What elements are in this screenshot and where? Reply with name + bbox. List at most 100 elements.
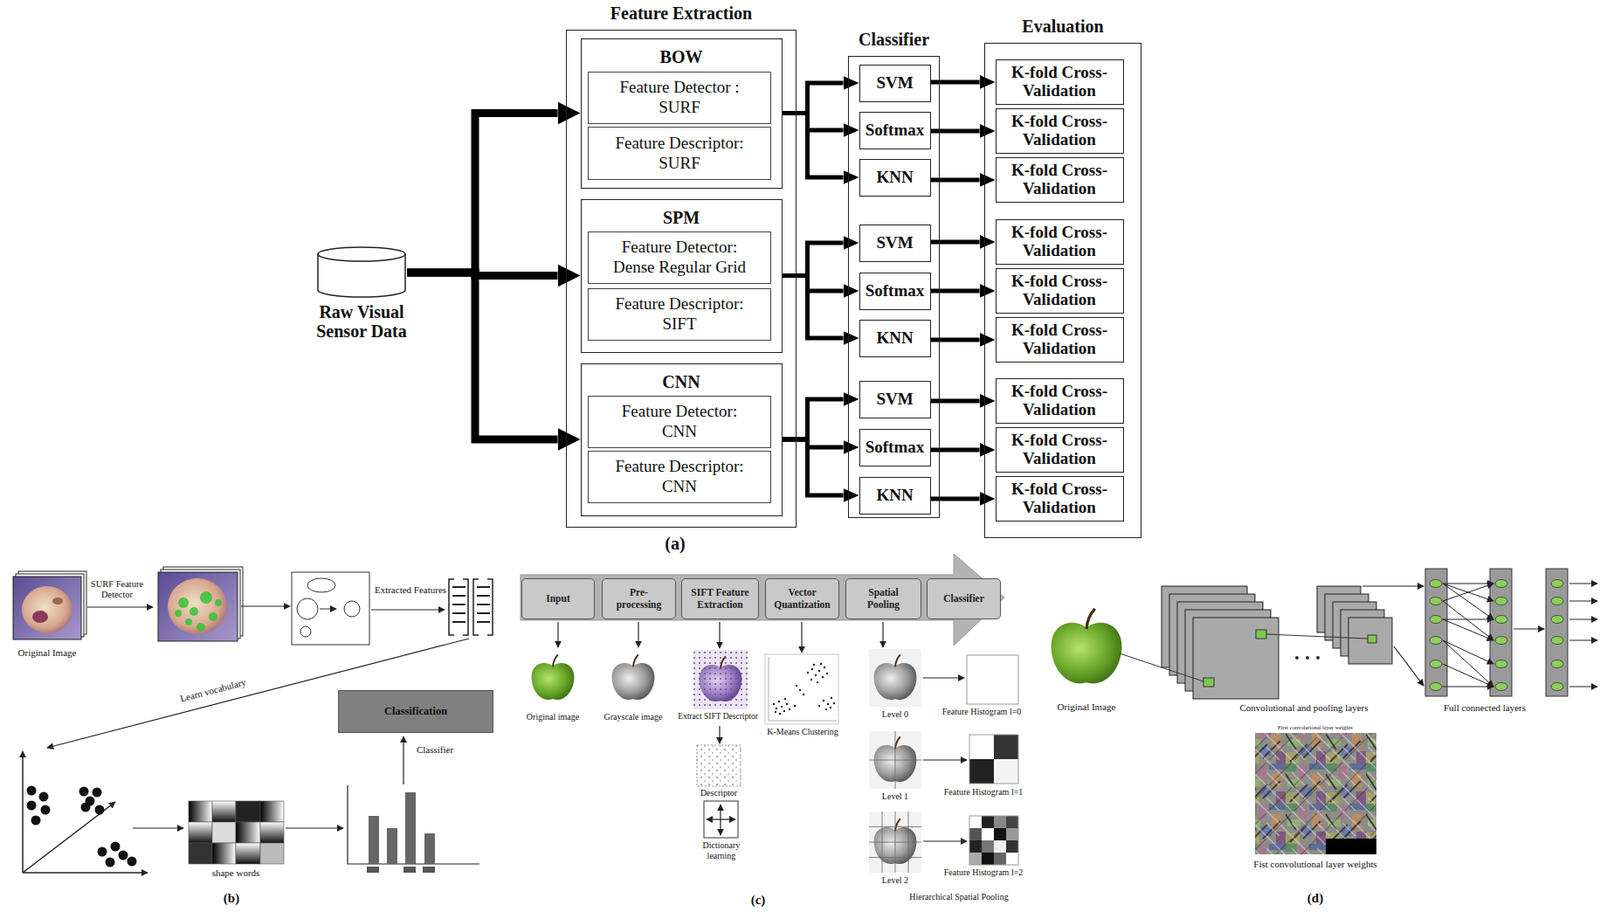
caption-label: Level 0 — [873, 709, 918, 720]
caption-label: Original Image — [1042, 701, 1131, 713]
figure-rect — [765, 654, 839, 725]
figure-ellipse — [1429, 579, 1442, 588]
flow-arrow — [931, 177, 980, 182]
caption-label: K-Means Clustering — [762, 726, 843, 738]
figure-rect — [212, 842, 236, 864]
caption-label: Original Image — [3, 647, 91, 659]
node-label: Softmax — [865, 121, 925, 140]
caption-label: SURF Feature Detector — [85, 579, 149, 600]
figure-rect — [386, 827, 398, 864]
classifier-box: SVM — [859, 64, 932, 103]
flow-arrow — [931, 337, 980, 342]
cylinder-top — [317, 247, 406, 262]
flow-arrow — [931, 288, 980, 293]
figure-rect — [993, 734, 1019, 759]
node-label: BOW — [581, 39, 782, 68]
figure-circle — [344, 600, 360, 617]
figure-use — [612, 654, 656, 700]
figure-rect — [424, 833, 435, 864]
figure-rect — [1006, 815, 1019, 828]
classifier-box: KNN — [859, 319, 932, 358]
figure-g — [1425, 568, 1568, 697]
figure-ellipse — [1495, 660, 1508, 669]
node-label: KNN — [875, 329, 913, 348]
figure-circle — [39, 792, 49, 802]
classifier-box: SVM — [859, 224, 932, 263]
figure-circle — [95, 805, 105, 815]
figure-ellipse — [1495, 636, 1508, 645]
pipeline-stage: Spatial Pooling — [845, 578, 922, 620]
figure-rect — [368, 815, 380, 864]
figure-path — [1442, 583, 1494, 585]
figure-rect — [1255, 732, 1377, 855]
node-label: SVM — [875, 234, 913, 253]
figure-rect — [1193, 617, 1279, 699]
caption-label: Level 2 — [873, 875, 918, 886]
figure-rect — [993, 840, 1007, 853]
node-label: Classification — [384, 704, 448, 718]
figure-path — [402, 736, 404, 785]
bow-illustration — [13, 566, 493, 873]
figure-ellipse — [1551, 682, 1564, 691]
figure-rect — [969, 815, 982, 828]
figure-rect — [1006, 840, 1019, 853]
classifier-box: Softmax — [859, 428, 932, 467]
figure-path — [87, 606, 153, 607]
node-label: K-fold Cross-Validation — [1001, 321, 1118, 359]
figure-path — [1569, 600, 1598, 602]
figure-path — [1442, 640, 1494, 664]
panel-title: Evaluation — [950, 16, 1176, 37]
figure-rect — [969, 734, 1019, 784]
feature-box: Feature Detector: CNN — [587, 395, 772, 449]
feature-box: Feature Descriptor: SIFT — [587, 288, 772, 341]
node-label: K-fold Cross-Validation — [1001, 431, 1118, 469]
figure-path — [720, 818, 736, 820]
figure-path — [1442, 640, 1494, 687]
figure-rect — [1348, 617, 1393, 664]
flow-arrow — [931, 398, 980, 403]
figure-rect — [868, 811, 922, 873]
figure-path — [706, 818, 721, 820]
node-label: K-fold Cross-Validation — [1001, 272, 1118, 310]
flow-arrow — [782, 242, 844, 276]
figure-rect — [981, 852, 994, 865]
figure-circle — [1316, 655, 1320, 660]
figure-circle — [1305, 655, 1310, 660]
figure-rect — [235, 800, 261, 822]
flow-arrow — [782, 113, 844, 132]
figure-path — [882, 621, 883, 648]
node-label: SIFT Feature Extraction — [687, 586, 753, 610]
evaluation-box: K-fold Cross-Validation — [995, 108, 1125, 155]
node-label: K-fold Cross-Validation — [1001, 480, 1118, 518]
figure-g — [27, 786, 138, 868]
figure-g — [188, 800, 284, 864]
caption-label: shape words — [196, 867, 276, 879]
figure-g — [558, 621, 883, 653]
figure-g — [174, 591, 222, 632]
caption-label: Extracted Features — [368, 584, 453, 596]
figure-ellipse — [1495, 615, 1508, 624]
node-label: SVM — [875, 390, 913, 409]
feature-box: Feature Descriptor: CNN — [587, 450, 772, 504]
figure-path — [557, 621, 559, 648]
panel-letter: (c) — [740, 892, 776, 908]
figure-rect — [235, 842, 261, 864]
figure-rect — [981, 827, 994, 841]
node-label: CNN — [581, 364, 782, 393]
figure-path — [1266, 634, 1368, 639]
figure-circle — [208, 612, 218, 621]
figure-circle — [97, 847, 108, 857]
node-label: Spatial Pooling — [851, 586, 916, 610]
flow-arrow — [931, 447, 980, 452]
figure-path — [1442, 619, 1494, 641]
figure-ellipse — [1495, 682, 1508, 691]
figure-ellipse — [1495, 597, 1508, 606]
evaluation-box: K-fold Cross-Validation — [995, 317, 1125, 364]
panel-letter: (a) — [657, 533, 693, 554]
caption-label: Descriptor — [688, 787, 750, 799]
figure-rect — [993, 827, 1007, 841]
figure-rect — [868, 731, 922, 789]
figure-circle — [92, 787, 103, 798]
